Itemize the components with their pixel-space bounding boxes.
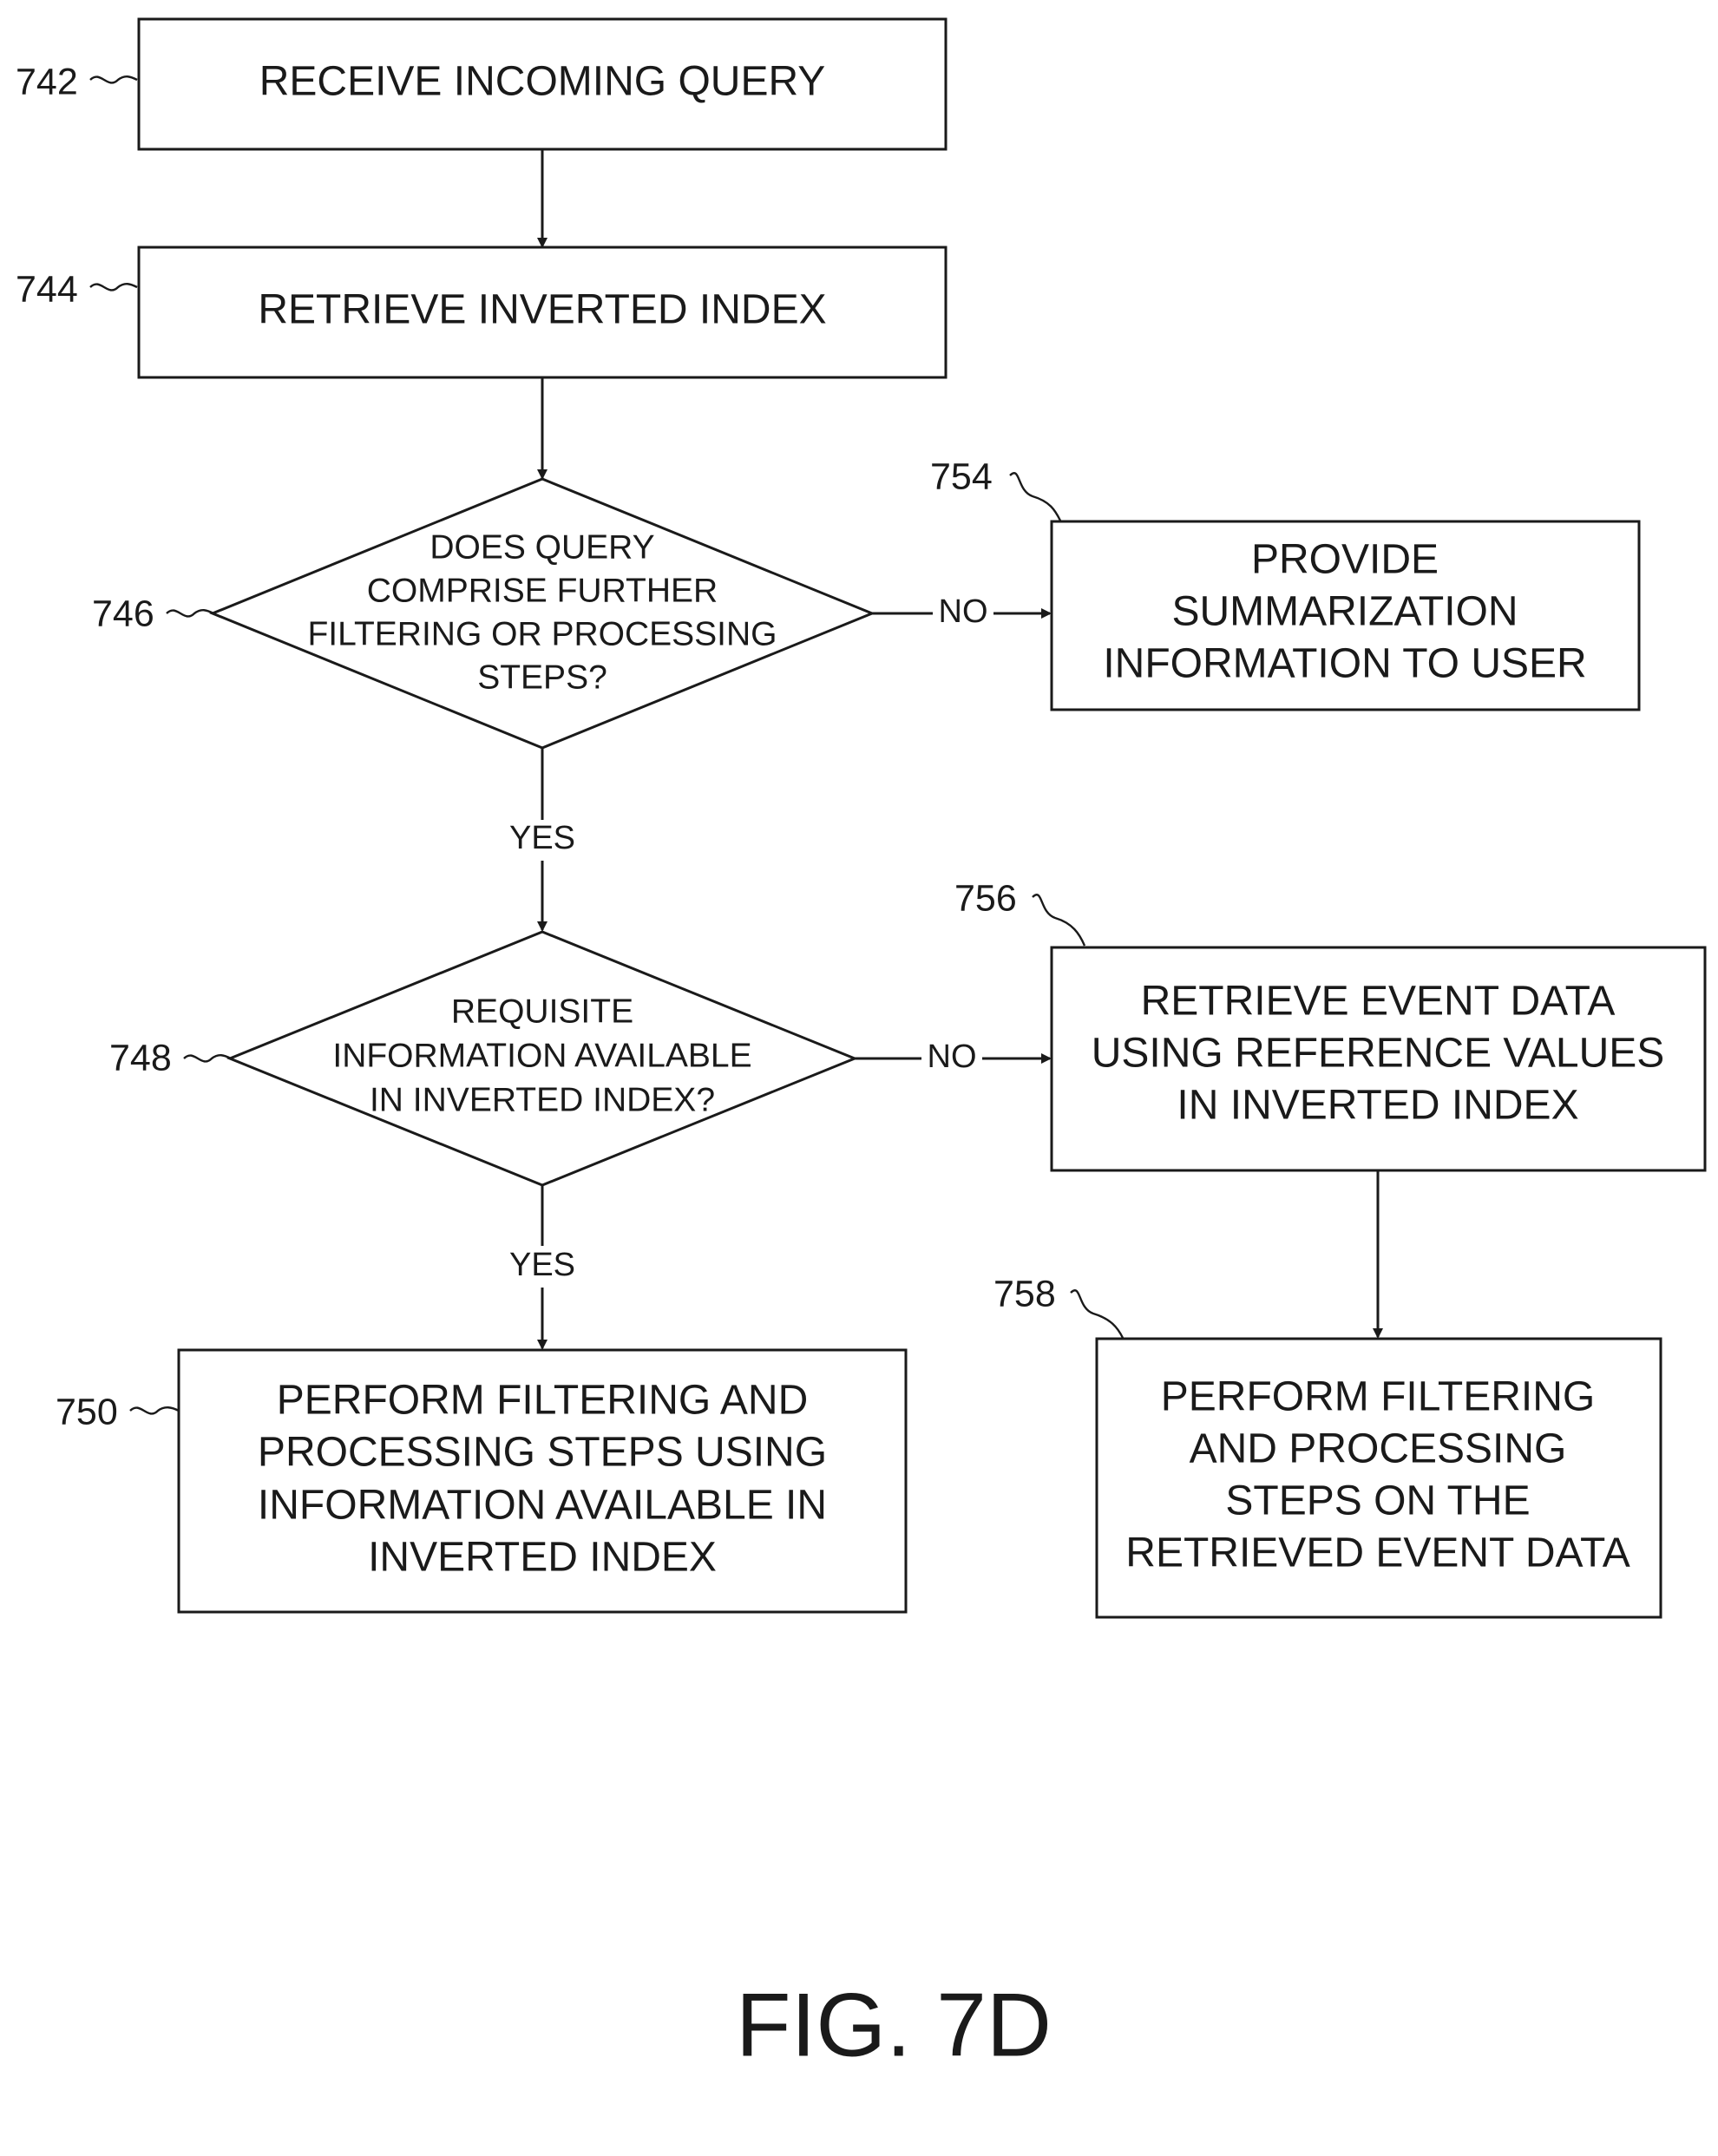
step-744-ref: 744 [16,268,78,310]
step-758-text-line3: STEPS ON THE [1225,1478,1530,1524]
step-750-text-line2: PROCESSING STEPS USING [258,1430,827,1476]
step-756-text-line1: RETRIEVE EVENT DATA [1141,979,1616,1025]
step-758-text-line1: PERFORM FILTERING [1161,1374,1595,1420]
step-742-leader [90,76,137,82]
step-748-text-line3: IN INVERTED INDEX? [370,1081,715,1118]
step-744-leader [90,284,137,290]
step-746-leader [167,610,213,616]
step-750-text-line4: INVERTED INDEX [368,1535,717,1581]
step-746-text-line1: DOES QUERY [430,528,654,566]
step-758-leader [1071,1290,1123,1338]
step-758: PERFORM FILTERING AND PROCESSING STEPS O… [993,1273,1661,1617]
step-750-ref: 750 [56,1391,118,1432]
step-758-ref: 758 [993,1273,1056,1314]
step-758-text-line2: AND PROCESSING [1190,1426,1567,1472]
step-756: RETRIEVE EVENT DATA USING REFERENCE VALU… [954,877,1705,1170]
step-746-ref: 746 [92,593,154,634]
step-748: REQUISITE INFORMATION AVAILABLE IN INVER… [109,932,855,1185]
figure-label: FIG. 7D [736,1975,1052,2075]
step-754-leader [1010,473,1060,521]
step-748-ref: 748 [109,1037,172,1078]
step-748-text-line1: REQUISITE [451,993,633,1030]
step-750-leader [130,1407,179,1413]
step-754: PROVIDE SUMMARIZATION INFORMATION TO USE… [930,455,1639,710]
step-746: DOES QUERY COMPRISE FURTHER FILTERING OR… [92,479,872,748]
step-754-ref: 754 [930,455,993,497]
step-754-text-line1: PROVIDE [1251,537,1439,583]
step-744: RETRIEVE INVERTED INDEX 744 [16,247,946,377]
edge-748-no-label: NO [928,1039,977,1075]
step-754-text-line3: INFORMATION TO USER [1103,641,1586,687]
edge-746-yes-label: YES [509,820,575,856]
step-750: PERFORM FILTERING AND PROCESSING STEPS U… [56,1350,906,1612]
step-746-text-line2: COMPRISE FURTHER [367,572,718,609]
step-750-text-line1: PERFORM FILTERING AND [277,1378,809,1424]
edge-746-no-label: NO [939,593,988,630]
step-742: RECEIVE INCOMING QUERY 742 [16,19,946,149]
edge-748-yes-label: YES [509,1247,575,1283]
step-746-diamond [213,479,872,748]
step-758-text-line4: RETRIEVED EVENT DATA [1125,1530,1629,1576]
step-756-text-line3: IN INVERTED INDEX [1177,1083,1578,1129]
step-756-leader [1033,895,1085,946]
step-756-ref: 756 [954,877,1017,919]
step-742-text: RECEIVE INCOMING QUERY [259,59,826,105]
step-750-text-line3: INFORMATION AVAILABLE IN [258,1483,827,1529]
step-756-text-line2: USING REFERENCE VALUES [1092,1031,1665,1077]
step-744-text: RETRIEVE INVERTED INDEX [258,287,826,333]
step-742-ref: 742 [16,61,78,102]
step-754-text-line2: SUMMARIZATION [1171,589,1518,635]
step-748-text-line2: INFORMATION AVAILABLE [332,1037,751,1074]
step-746-text-line4: STEPS? [477,659,607,696]
step-746-text-line3: FILTERING OR PROCESSING [307,615,777,652]
step-748-leader [184,1055,231,1061]
